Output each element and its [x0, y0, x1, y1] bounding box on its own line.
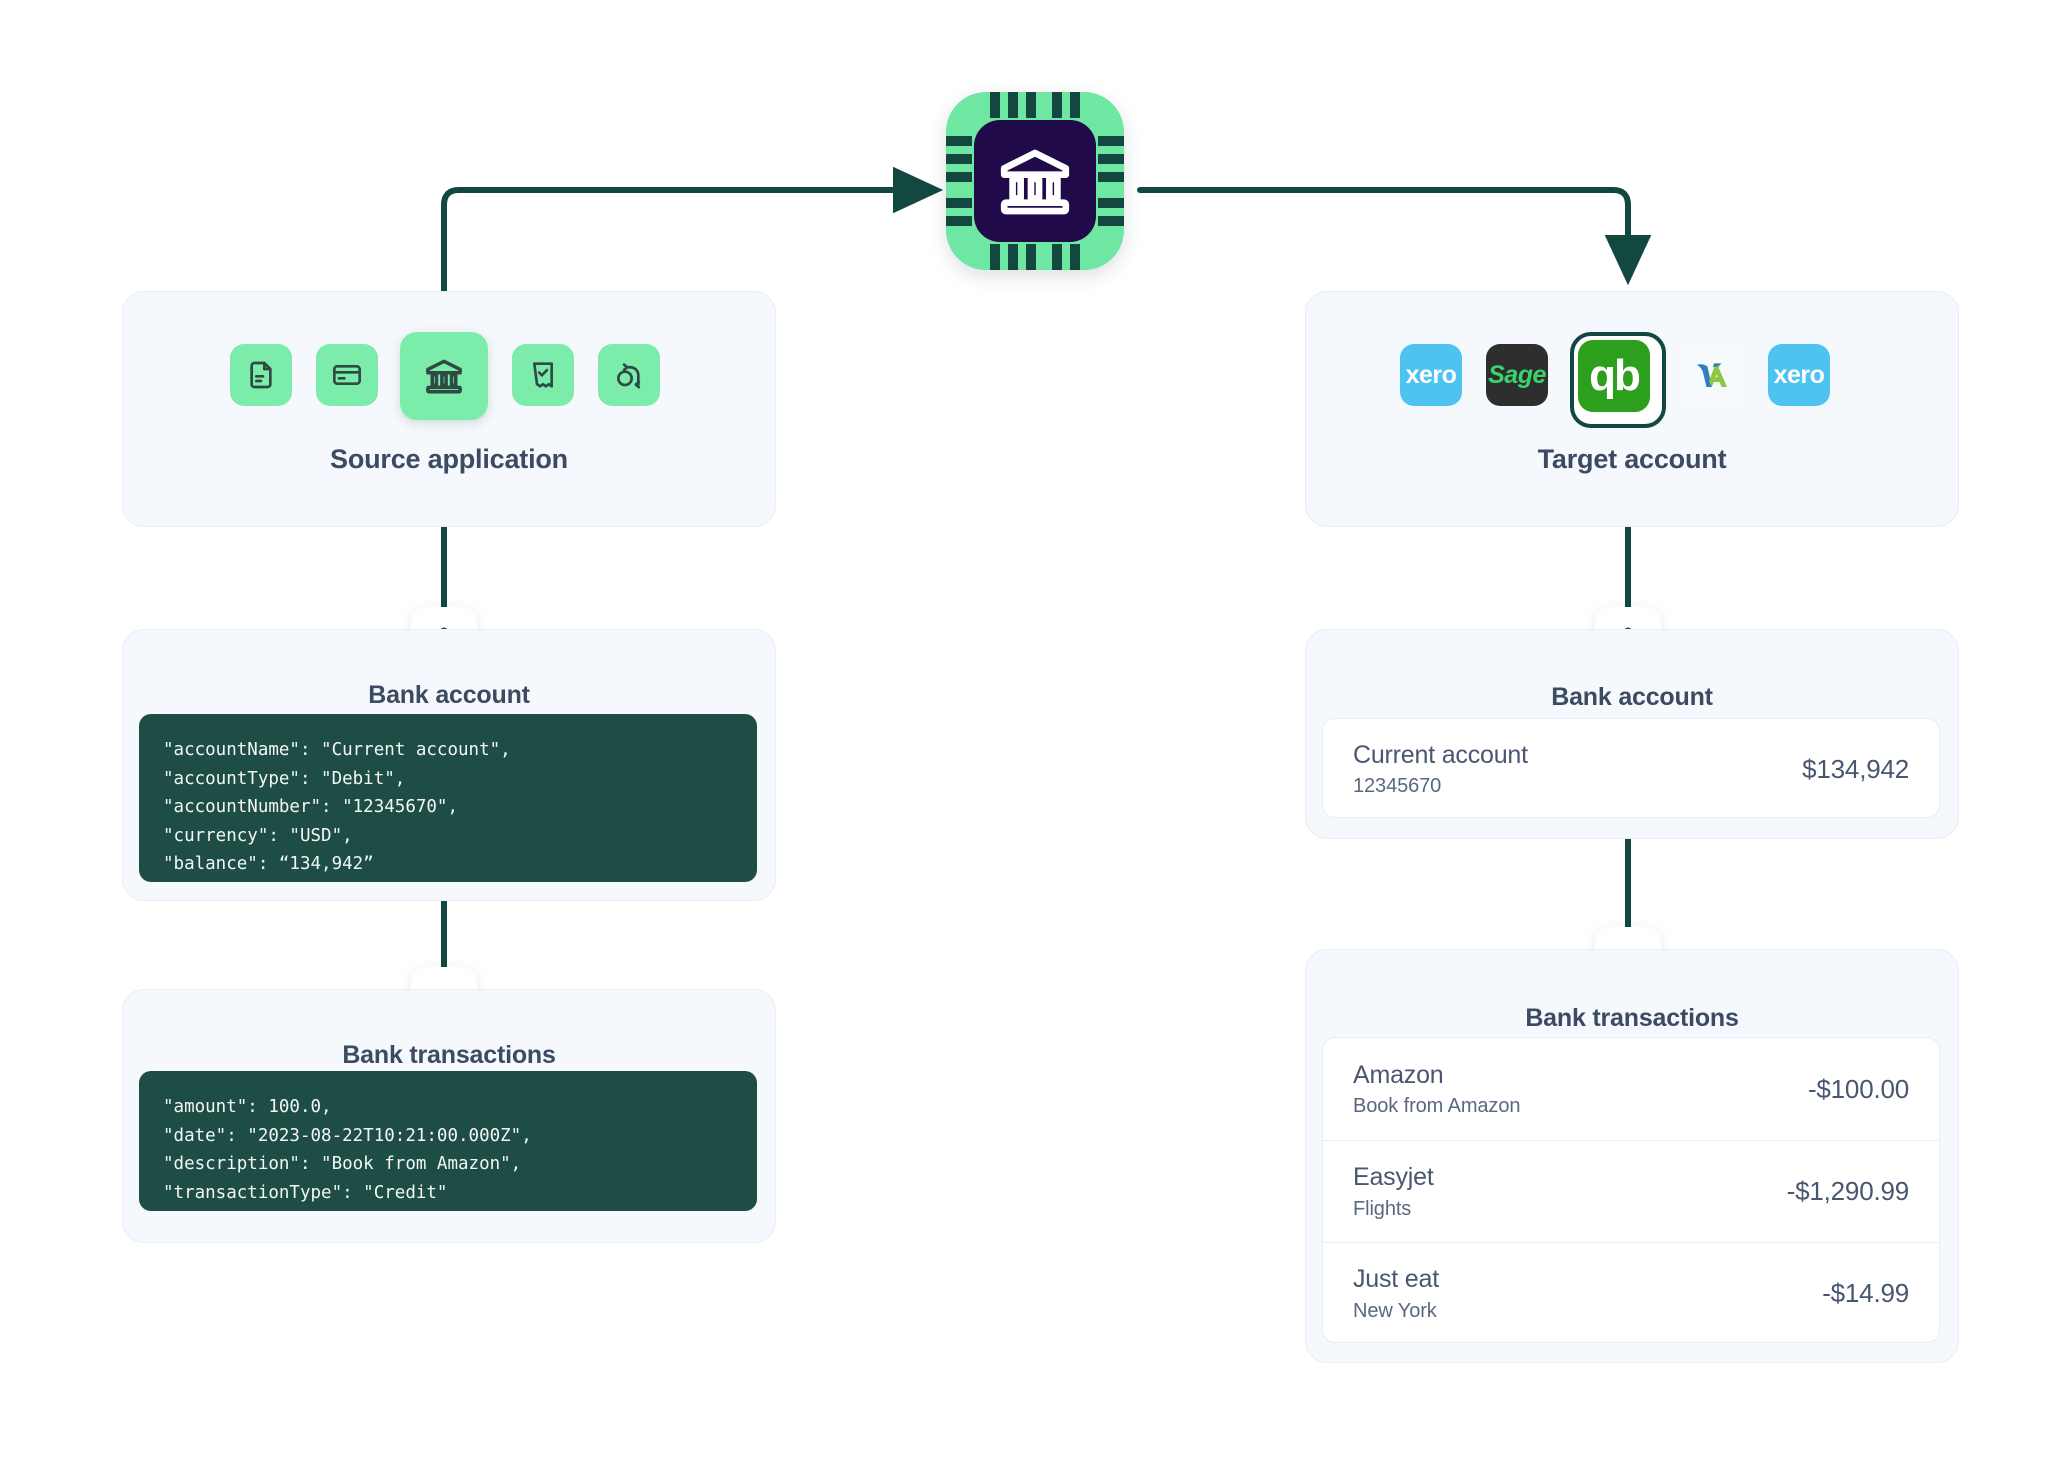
- sync-icon: [617, 363, 641, 389]
- table-row[interactable]: Amazon Book from Amazon -$100.00: [1323, 1038, 1939, 1140]
- transaction-name: Amazon: [1353, 1060, 1444, 1089]
- source-bank-account-code: "accountName": "Current account", "accou…: [139, 714, 757, 882]
- transaction-amount: -$14.99: [1822, 1278, 1909, 1308]
- receipt-check-icon: [533, 362, 553, 388]
- account-balance: $134,942: [1802, 753, 1909, 784]
- source-app-bank-selected[interactable]: [400, 332, 488, 420]
- source-bank-transactions-title: Bank transactions: [342, 1041, 556, 1069]
- source-app-document[interactable]: [230, 344, 292, 406]
- account-row[interactable]: Current account 12345670 $134,942: [1323, 719, 1939, 817]
- transaction-description: Flights: [1353, 1197, 1412, 1220]
- target-bank-transactions-title: Bank transactions: [1525, 1004, 1739, 1032]
- transaction-amount: -$1,290.99: [1786, 1176, 1910, 1206]
- sage-wordmark: Sage: [1488, 360, 1546, 389]
- transaction-description: Book from Amazon: [1353, 1095, 1521, 1118]
- source-bank-account-title: Bank account: [368, 681, 530, 709]
- target-logo-xero-2[interactable]: xero: [1768, 344, 1830, 406]
- source-app-sync[interactable]: [598, 344, 660, 406]
- source-app-receipt[interactable]: [512, 344, 574, 406]
- bank-icon: [426, 359, 462, 394]
- freeagent-icon: [1697, 363, 1727, 387]
- table-row[interactable]: Easyjet Flights -$1,290.99: [1323, 1140, 1939, 1242]
- target-logo-quickbooks[interactable]: qb: [1578, 340, 1650, 412]
- source-bank-transactions-code: "amount": 100.0, "date": "2023-08-22T10:…: [139, 1071, 757, 1211]
- integration-hub-chip: [946, 92, 1124, 270]
- chip-core: [974, 120, 1096, 242]
- target-logo-xero-1[interactable]: xero: [1400, 344, 1462, 406]
- transaction-name: Easyjet: [1353, 1163, 1434, 1192]
- credit-card-icon: [333, 365, 361, 385]
- target-bank-account-title: Bank account: [1551, 683, 1713, 711]
- target-transactions-list: Amazon Book from Amazon -$100.00 Easyjet…: [1322, 1037, 1940, 1343]
- target-account-title: Target account: [1537, 444, 1727, 474]
- transaction-name: Just eat: [1353, 1265, 1439, 1294]
- source-application-panel: Source application: [122, 291, 776, 527]
- table-row[interactable]: Just eat New York -$14.99: [1323, 1242, 1939, 1342]
- source-app-credit-card[interactable]: [316, 344, 378, 406]
- transaction-amount: -$100.00: [1807, 1073, 1909, 1104]
- xero-wordmark: xero: [1405, 360, 1457, 389]
- target-logo-sage[interactable]: Sage: [1486, 344, 1548, 406]
- quickbooks-wordmark: qb: [1589, 351, 1641, 400]
- bank-icon: [1000, 149, 1070, 215]
- chip-pins: [946, 92, 1124, 270]
- transaction-description: New York: [1353, 1299, 1437, 1322]
- xero-wordmark: xero: [1773, 360, 1825, 389]
- target-account-row-container: Current account 12345670 $134,942: [1322, 718, 1940, 818]
- target-logo-freeagent[interactable]: [1682, 344, 1744, 406]
- document-icon: [250, 361, 272, 389]
- source-application-title: Source application: [330, 444, 568, 474]
- account-name: Current account: [1353, 740, 1528, 769]
- account-number: 12345670: [1353, 775, 1442, 798]
